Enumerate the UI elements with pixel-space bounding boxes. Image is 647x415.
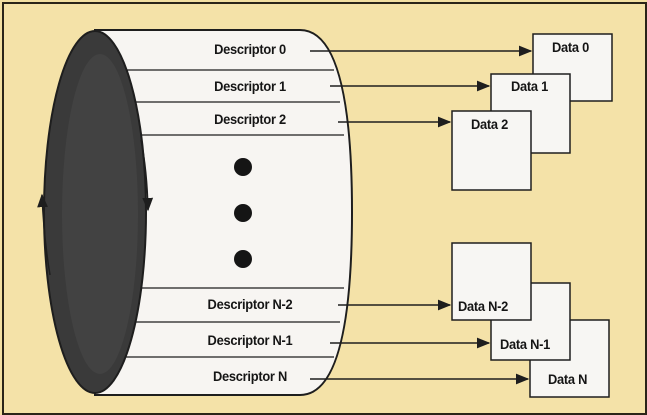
ellipsis-dot [234,250,252,268]
data-box-2 [451,110,532,191]
data-label-n: Data N [548,371,588,387]
descriptor-label-0: Descriptor 0 [214,41,286,57]
rotation-arrow-up [37,193,51,276]
descriptor-label-n-2: Descriptor N-2 [207,296,293,312]
ring-end-face-shade [62,54,138,374]
ellipsis-dot [234,204,252,222]
data-label-n-1: Data N-1 [500,336,551,352]
descriptor-row-dividers [120,69,344,358]
data-box-n-2 [451,242,532,321]
data-label-1: Data 1 [511,78,549,94]
descriptor-label-n-1: Descriptor N-1 [207,332,293,348]
descriptor-label-1: Descriptor 1 [214,78,286,94]
descriptor-label-n: Descriptor N [212,368,287,384]
pointer-arrows [310,45,533,385]
rotation-arrow-down [140,139,154,212]
data-label-0: Data 0 [552,39,590,55]
data-label-n-2: Data N-2 [458,298,509,314]
ellipsis-dot [234,158,252,176]
data-label-2: Data 2 [471,116,509,132]
ring-cylinder-body [94,29,354,396]
descriptor-label-2: Descriptor 2 [214,111,286,127]
